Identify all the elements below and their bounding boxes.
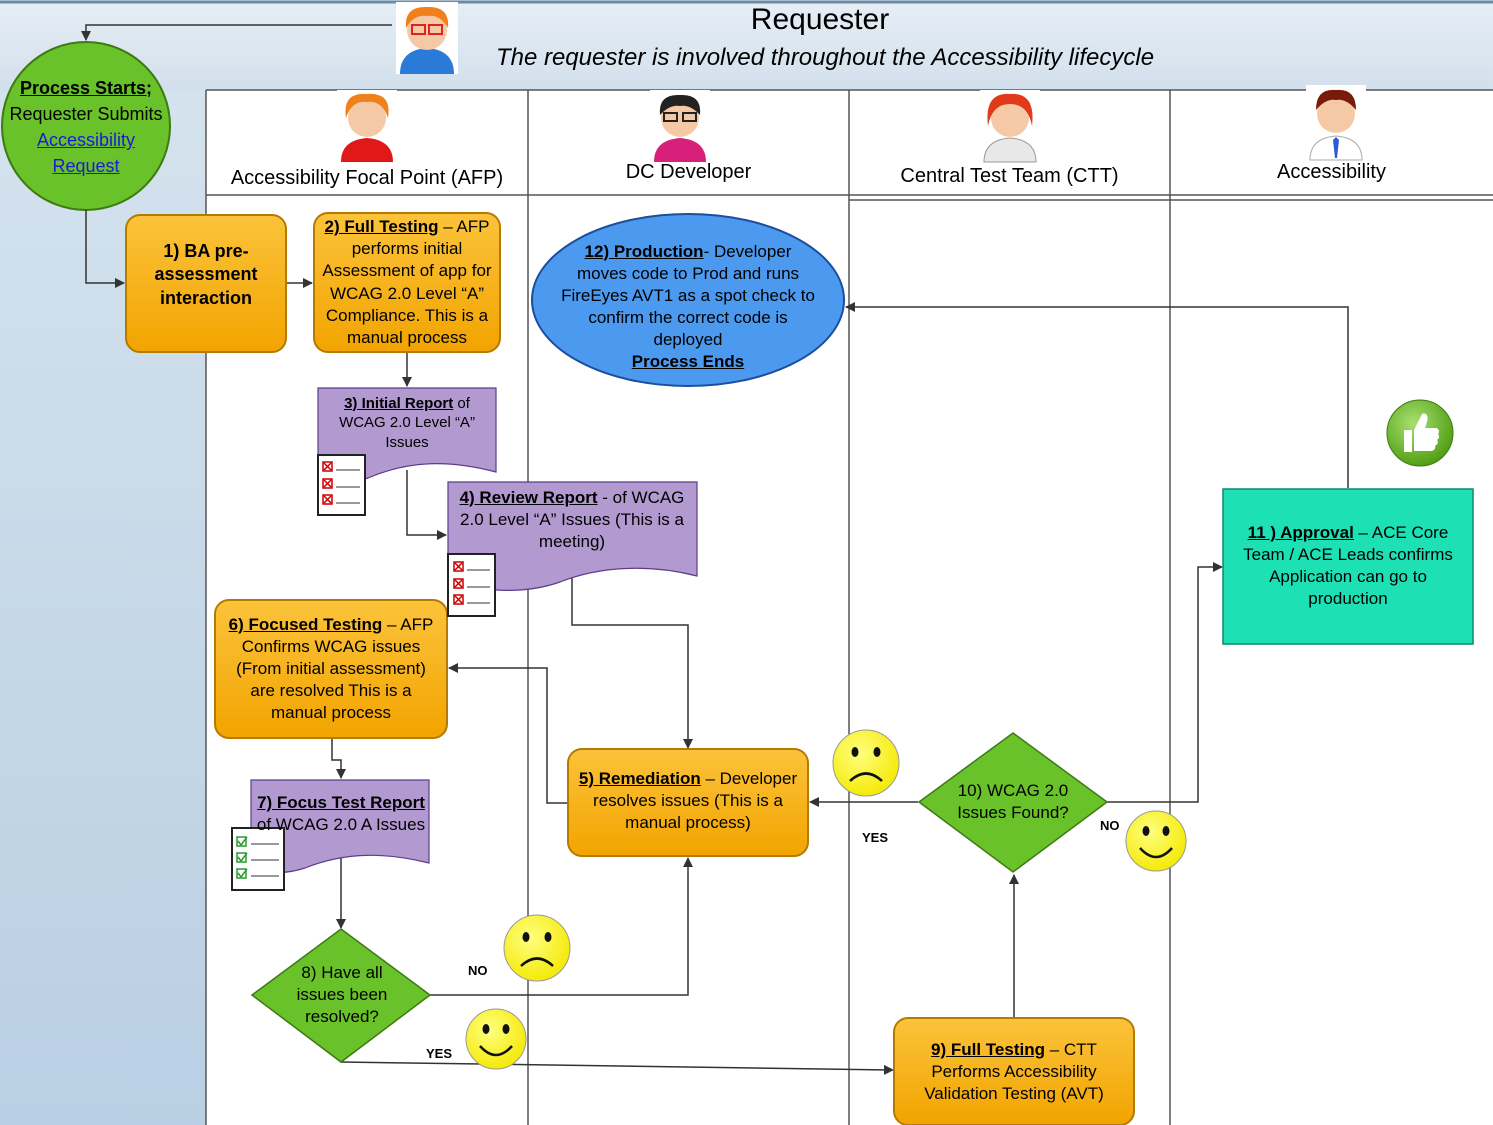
edge-6-7: [331, 738, 346, 779]
step-12-desc: - Developer moves code to Prod and runs …: [561, 241, 815, 350]
header-background: [0, 0, 1493, 90]
happy-face-icon: [1125, 810, 1187, 872]
connectors: [81, 24, 1349, 1075]
step-7-text: 7) Focus Test Report of WCAG 2.0 A Issue…: [256, 780, 426, 848]
step-11-desc: – ACE Core Team / ACE Leads confirms App…: [1243, 522, 1453, 609]
edge-label-yes-8: YES: [426, 1046, 453, 1061]
accessibility-request-link[interactable]: Accessibility: [36, 130, 136, 151]
step-4-text: 4) Review Report - of WCAG 2.0 Level “A”…: [452, 484, 692, 556]
checklist-green-icon: [231, 827, 285, 891]
happy-face-icon-2: [465, 1008, 527, 1070]
requester-avatar: [396, 2, 458, 74]
step-4-title: 4) Review Report: [459, 487, 598, 507]
step-2-box: [313, 212, 501, 353]
accessibility-request-link-2[interactable]: Request: [52, 156, 120, 177]
edge-10-11-no: [1107, 562, 1223, 803]
step-9-title: 9) Full Testing: [931, 1039, 1045, 1059]
lane-title-afp: Accessibility Focal Point (AFP): [230, 167, 504, 189]
developer-avatar: [650, 90, 710, 162]
step-4-desc: - of WCAG 2.0 Level “A” Issues (This is …: [460, 487, 685, 552]
edge-8-9-yes: [340, 1061, 894, 1075]
step-5-box: [567, 748, 809, 857]
lane-title-accessibility: Accessibility: [1277, 161, 1386, 183]
edge-label-yes-10: YES: [862, 830, 889, 845]
step-1-text: 1) BA pre-assessment interaction: [154, 240, 258, 308]
accessibility-avatar: [1306, 85, 1366, 161]
afp-avatar: [337, 90, 397, 162]
step-6-text: 6) Focused Testing – AFP Confirms WCAG i…: [222, 603, 440, 735]
step-8-text: 8) Have all issues been resolved?: [296, 962, 388, 1027]
step-12-ellipse: [531, 213, 845, 387]
step-9-box: [893, 1017, 1135, 1125]
step-3-text: 3) Initial Report of WCAG 2.0 Level “A” …: [325, 390, 489, 456]
lane-title-ctt: Central Test Team (CTT): [900, 165, 1119, 187]
step-3-title: 3) Initial Report: [344, 394, 454, 412]
step-6-title: 6) Focused Testing: [228, 614, 383, 634]
step-1-box: [125, 214, 287, 353]
step-2-title: 2) Full Testing: [324, 217, 439, 237]
step-11-box: [1222, 488, 1474, 645]
start-line: Requester Submits: [9, 104, 163, 125]
start-title: Process Starts;: [19, 78, 153, 98]
step-12-title: 12) Production: [584, 241, 704, 261]
step-5-desc: – Developer resolves issues (This is a m…: [593, 768, 798, 833]
edge-8-5-no: [430, 857, 693, 996]
step-6-box: [214, 599, 448, 739]
step-11-title: 11 ) Approval: [1247, 522, 1354, 542]
edge-label-no-8: NO: [468, 963, 488, 978]
thumbs-up-icon: [1367, 385, 1475, 482]
start-node-text: Process Starts; Requester Submits Access…: [6, 75, 166, 179]
ctt-avatar: [980, 90, 1040, 163]
step-7-title: 7) Focus Test Report: [257, 792, 425, 812]
step-9-desc: – CTT Performs Accessibility Validation …: [924, 1039, 1104, 1104]
edge-start-1: [85, 210, 125, 288]
checklist-red-icon: [317, 454, 366, 516]
step-5-text: 5) Remediation – Developer resolves issu…: [574, 756, 802, 846]
step-12-text: 12) Production- Developer moves code to …: [560, 232, 816, 382]
edge-3-4: [406, 470, 447, 540]
step-8-diamond: [250, 928, 432, 1063]
edge-4-5: [571, 578, 693, 749]
step-7-desc: of WCAG 2.0 A Issues: [256, 815, 426, 834]
step-2-desc: – AFP performs initial Assessment of app…: [322, 217, 492, 347]
edge-11-12: [845, 302, 1349, 488]
sad-face-icon-2: [503, 914, 571, 982]
edge-requester-start: [81, 24, 392, 41]
header-title: Requester: [750, 3, 890, 36]
process-ends-label: Process Ends: [631, 352, 745, 372]
step-2-text: 2) Full Testing – AFP performs initial A…: [318, 213, 496, 352]
step-11-text: 11 ) Approval – ACE Core Team / ACE Lead…: [1232, 496, 1464, 636]
step-9-text: 9) Full Testing – CTT Performs Accessibi…: [900, 1024, 1128, 1120]
step-10-diamond: [917, 732, 1109, 873]
checklist-red-icon-2: [447, 553, 496, 617]
step-3-desc: of WCAG 2.0 Level “A” Issues: [339, 394, 475, 451]
sad-face-icon: [832, 729, 900, 797]
header-subtitle: The requester is involved throughout the…: [495, 44, 1155, 71]
lane-title-developer: DC Developer: [625, 161, 752, 183]
step-10-text: 10) WCAG 2.0 Issues Found?: [957, 780, 1069, 822]
step-5-title: 5) Remediation: [578, 768, 701, 788]
edge-5-6: [448, 663, 567, 804]
step-6-desc: – AFP Confirms WCAG issues (From initial…: [236, 614, 434, 723]
edge-label-no-10: NO: [1100, 818, 1120, 833]
